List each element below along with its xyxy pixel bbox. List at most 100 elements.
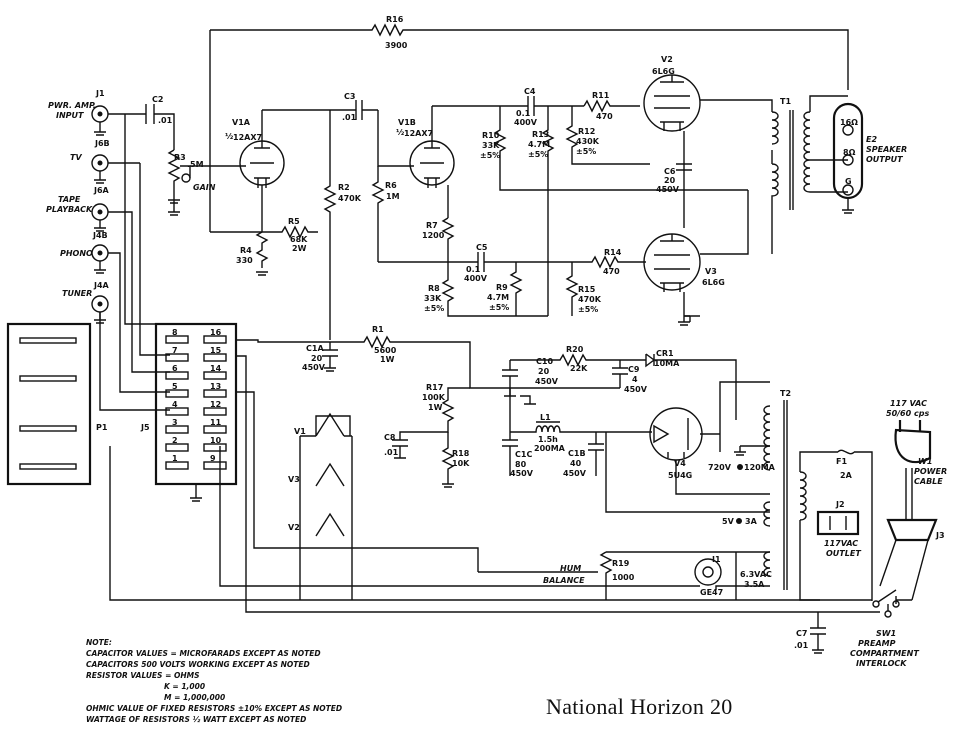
c10-volts: 450V xyxy=(535,377,559,386)
e2-label: SPEAKER xyxy=(866,145,907,154)
r3-value: .5M xyxy=(187,160,204,169)
l1-value: 1.5h xyxy=(538,435,558,444)
j5-pin-contact xyxy=(203,425,227,434)
r19-balance: BALANCE xyxy=(543,576,585,585)
c1a-volts: 450V xyxy=(302,363,326,372)
j5-pin-contact xyxy=(203,371,227,380)
c7-value: .01 xyxy=(794,641,809,650)
r13-value: 4.7M xyxy=(528,140,550,149)
r12-resistor xyxy=(565,106,650,165)
cr1-value: 10MA xyxy=(654,359,680,368)
t2-heat-current: 3.5A xyxy=(744,580,765,589)
gain-knob-icon[interactable] xyxy=(181,173,191,183)
v4-type: 5U4G xyxy=(668,471,692,480)
j5-pin-label: 7 xyxy=(172,346,178,355)
j5-pin-label: 16 xyxy=(210,328,222,337)
jack-j1[interactable] xyxy=(91,105,109,136)
jack-j6b[interactable] xyxy=(91,154,109,184)
c8-value: .01 xyxy=(384,448,399,457)
e2-label2: OUTPUT xyxy=(866,155,903,164)
plug-p1[interactable] xyxy=(6,322,92,486)
power-plug-w1[interactable] xyxy=(879,420,938,601)
c9-ref: C9 xyxy=(628,365,640,374)
jack-j4b[interactable] xyxy=(91,244,109,274)
j6b-name: TV xyxy=(70,153,82,162)
j5-pin-label: 4 xyxy=(172,400,178,409)
l1-choke xyxy=(510,425,652,433)
v2-v3-cathode xyxy=(683,131,700,317)
j1-name: PWR. AMP. xyxy=(48,101,96,110)
c6-capacitor xyxy=(676,163,692,171)
j5-pin-label: 8 xyxy=(172,328,178,337)
f1-value: 2A xyxy=(840,471,853,480)
jack-j6a[interactable] xyxy=(91,203,109,232)
note-line-4: K = 1,000 xyxy=(164,682,206,691)
socket-j5[interactable] xyxy=(154,322,238,486)
fuse-f1[interactable] xyxy=(837,449,855,455)
v1b-ref: V1B xyxy=(398,118,416,127)
t2-ref: T2 xyxy=(780,389,791,398)
j5-pin-contact xyxy=(165,461,189,470)
r20-value: 22K xyxy=(570,364,588,373)
c3-value: .01 xyxy=(342,113,357,122)
r17-ref: R17 xyxy=(426,383,443,392)
r16-ref: R16 xyxy=(386,15,404,24)
r11-ref: R11 xyxy=(592,91,610,100)
r15-value: 470K xyxy=(578,295,602,304)
r20-cr1-wire xyxy=(510,353,737,420)
c5-ref: C5 xyxy=(476,243,488,252)
c1c-volts: 450V xyxy=(510,469,534,478)
v1b-frac: ½ xyxy=(396,127,404,137)
tube-v2 xyxy=(643,74,701,132)
outlet-j2[interactable] xyxy=(816,510,860,536)
j2-label: 117VAC xyxy=(824,539,858,548)
t2-hv-current: 120MA xyxy=(744,463,776,472)
tube-v1b xyxy=(409,106,455,188)
j5-pin-label: 2 xyxy=(172,436,178,445)
pilot-lamp-i1 xyxy=(694,558,722,586)
j5-pin-label: 3 xyxy=(172,418,178,427)
switch-sw1[interactable] xyxy=(871,586,900,618)
j4b-ref: J4B xyxy=(92,231,108,240)
c4-ref: C4 xyxy=(524,87,536,96)
jack-wire-tuner xyxy=(99,312,170,411)
r2-ref: R2 xyxy=(338,183,350,192)
r5-watt: 2W xyxy=(292,244,307,253)
t2-ct-dot xyxy=(737,464,743,470)
j6a-name2: PLAYBACK xyxy=(46,205,93,214)
c1c-value: 80 xyxy=(515,460,527,469)
e2-tap-16: 16Ω xyxy=(840,118,858,127)
c7-capacitor xyxy=(810,612,826,654)
c1a-value: 20 xyxy=(311,354,323,363)
transformer-t2 xyxy=(763,400,807,590)
r5-resistor xyxy=(210,225,318,239)
j3-ref: J3 xyxy=(935,531,945,540)
j2-label2: OUTLET xyxy=(826,549,861,558)
r8-tol: ±5% xyxy=(424,304,444,313)
j4b-name: PHONO xyxy=(60,249,93,258)
j5-pin-label: 5 xyxy=(172,382,178,391)
c2-ref: C2 xyxy=(152,95,163,104)
mains-label: 117 VAC xyxy=(890,399,927,408)
r10-tol: ±5% xyxy=(480,151,500,160)
r5-ref: R5 xyxy=(288,217,300,226)
filter-ground xyxy=(520,395,536,405)
c4-capacitor xyxy=(520,96,584,116)
r11-value: 470 xyxy=(596,112,613,121)
r17-resistor xyxy=(399,387,470,440)
note-line-5: M = 1,000,000 xyxy=(164,693,226,702)
j5-pin-label: 11 xyxy=(210,418,222,427)
c3-capacitor xyxy=(340,100,378,120)
r19-ref: R19 xyxy=(612,559,630,568)
c3-ref: C3 xyxy=(344,92,355,101)
r10-ref: R10 xyxy=(482,131,500,140)
r1-ref: R1 xyxy=(372,325,384,334)
r8-ref: R8 xyxy=(428,284,440,293)
sw1-label3: INTERLOCK xyxy=(856,659,907,668)
c8-ref: C8 xyxy=(384,433,396,442)
heater-v2: V2 xyxy=(288,523,300,532)
v2-ref: V2 xyxy=(661,55,673,64)
r6-value: 1M xyxy=(386,192,400,201)
r12-ref: R12 xyxy=(578,127,595,136)
